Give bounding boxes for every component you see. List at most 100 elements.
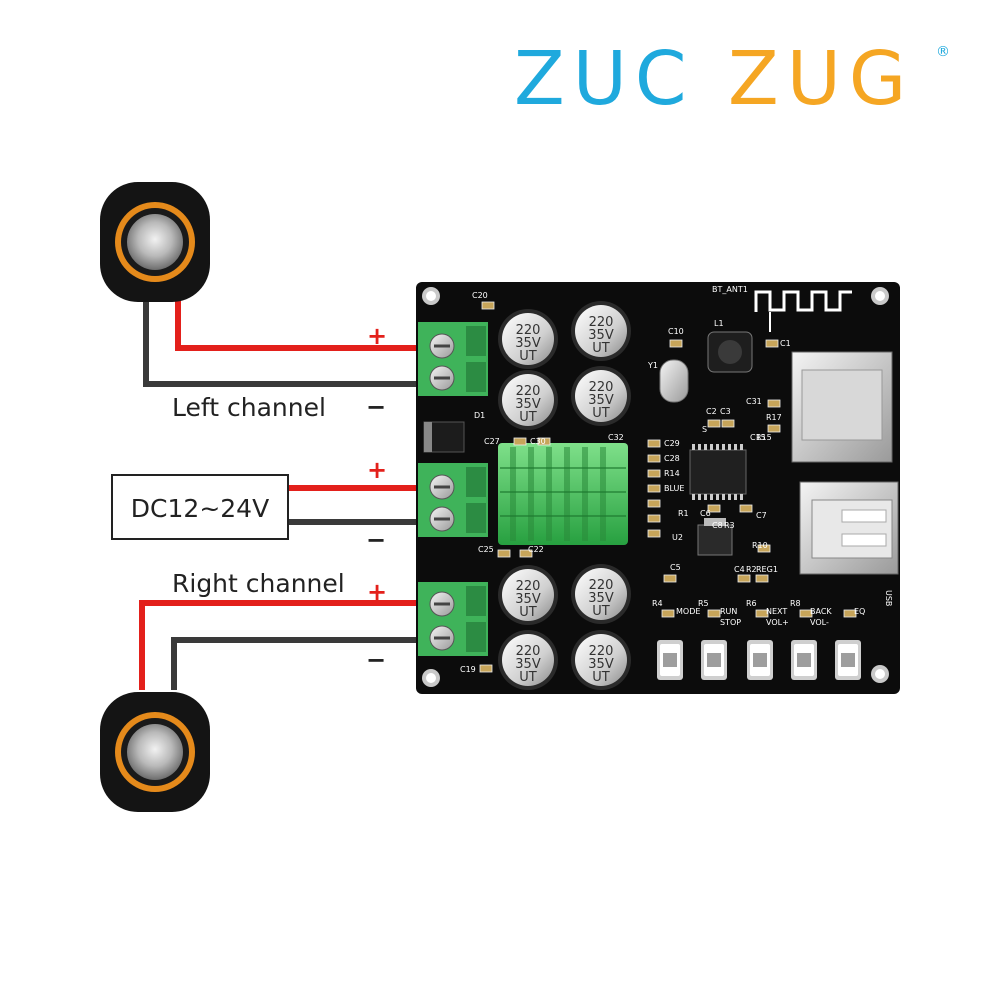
left-channel-label: Left channel (172, 393, 326, 422)
svg-text:USB: USB (884, 590, 893, 606)
svg-text:C4: C4 (734, 565, 745, 574)
back-vol-down-button[interactable]: BACK VOL- (791, 607, 832, 680)
svg-text:C25: C25 (478, 545, 494, 554)
svg-text:C29: C29 (664, 439, 680, 448)
brand-logo-part1: ZUC (514, 38, 695, 118)
left-speaker-icon (100, 182, 210, 302)
svg-text:C7: C7 (756, 511, 767, 520)
power-plus-label: + (367, 456, 387, 484)
crystal-oscillator: Y1 (647, 359, 689, 403)
svg-text:C15: C15 (750, 433, 766, 442)
registered-mark: ® (936, 44, 950, 60)
svg-text:Y1: Y1 (647, 361, 658, 370)
power-terminal-block[interactable] (418, 463, 488, 537)
svg-text:EQ: EQ (854, 607, 865, 616)
eq-button[interactable]: EQ (835, 607, 865, 680)
next-vol-up-button[interactable]: NEXT VOL+ (747, 607, 789, 680)
svg-text:C10: C10 (668, 327, 684, 336)
right-speaker-positive-wire (139, 600, 440, 690)
diode-ref: D1 (474, 411, 485, 420)
mode-button[interactable]: MODE (657, 607, 700, 680)
diode: D1 (423, 411, 485, 453)
svg-text:R14: R14 (664, 469, 680, 478)
right-minus-label: − (366, 646, 386, 674)
svg-text:C19: C19 (460, 665, 476, 674)
svg-text:220: 220 (516, 579, 541, 594)
svg-text:220: 220 (589, 578, 614, 593)
svg-text:UT: UT (592, 604, 610, 619)
svg-text:U2: U2 (672, 533, 683, 542)
svg-text:BACK: BACK (810, 607, 832, 616)
svg-text:UT: UT (592, 670, 610, 685)
svg-text:C20: C20 (472, 291, 488, 300)
left-speaker-negative-wire (143, 300, 440, 387)
svg-text:C1: C1 (780, 339, 791, 348)
left-terminal-block[interactable] (418, 322, 488, 396)
svg-text:220: 220 (516, 323, 541, 338)
svg-text:35V: 35V (515, 336, 541, 351)
svg-text:C28: C28 (664, 454, 680, 463)
right-speaker-negative-wire (171, 637, 440, 690)
silkscreen-refs: C20 C10 C1 C31 C15 C2 C3 S C32 C29 C28 R… (460, 291, 801, 674)
svg-text:R1: R1 (678, 509, 689, 518)
svg-text:35V: 35V (515, 592, 541, 607)
svg-text:R15: R15 (756, 433, 772, 442)
svg-text:220: 220 (589, 380, 614, 395)
svg-text:R17: R17 (766, 413, 782, 422)
svg-text:UT: UT (592, 406, 610, 421)
svg-text:RUN: RUN (720, 607, 737, 616)
svg-text:C5: C5 (670, 563, 681, 572)
svg-text:C2: C2 (706, 407, 717, 416)
power-minus-label: − (366, 526, 386, 554)
inductor: L1 (707, 319, 753, 373)
svg-text:UT: UT (519, 410, 537, 425)
heatsink (498, 443, 628, 545)
svg-text:VOL-: VOL- (810, 618, 829, 627)
usb-port[interactable]: USB (799, 481, 899, 606)
svg-text:220: 220 (516, 384, 541, 399)
svg-text:BLUE: BLUE (664, 484, 684, 493)
svg-text:35V: 35V (515, 397, 541, 412)
svg-text:C8: C8 (712, 521, 723, 530)
bluetooth-antenna: BT_ANT1 (712, 285, 852, 332)
svg-text:R10: R10 (752, 541, 768, 550)
svg-text:MODE: MODE (676, 607, 700, 616)
svg-text:R3: R3 (724, 521, 735, 530)
main-ic (689, 444, 747, 500)
brand-logo: ZUC ZUG ® (514, 36, 954, 122)
svg-text:C30: C30 (530, 437, 546, 446)
svg-text:C22: C22 (528, 545, 544, 554)
svg-text:R6: R6 (746, 599, 757, 608)
run-stop-button[interactable]: RUN STOP (701, 607, 741, 680)
svg-text:UT: UT (519, 605, 537, 620)
svg-text:35V: 35V (588, 393, 614, 408)
mounting-holes (422, 287, 889, 687)
power-supply-box (111, 474, 289, 540)
svg-text:35V: 35V (588, 328, 614, 343)
svg-text:UT: UT (519, 670, 537, 685)
svg-text:C27: C27 (484, 437, 500, 446)
svg-text:R4: R4 (652, 599, 663, 608)
right-channel-label: Right channel (172, 569, 345, 598)
svg-text:R5: R5 (698, 599, 709, 608)
svg-text:NEXT: NEXT (766, 607, 787, 616)
right-speaker-icon (100, 692, 210, 812)
right-terminal-block[interactable] (418, 582, 488, 656)
svg-text:VOL+: VOL+ (766, 618, 789, 627)
svg-text:L1: L1 (714, 319, 724, 328)
svg-text:35V: 35V (588, 591, 614, 606)
control-buttons: MODE RUN STOP NEXT VOL+ BACK VOL- (657, 607, 865, 680)
left-plus-label: + (367, 322, 387, 350)
right-plus-label: + (367, 578, 387, 606)
svg-text:35V: 35V (588, 657, 614, 672)
svg-text:C3: C3 (720, 407, 731, 416)
svg-text:BT_ANT1: BT_ANT1 (712, 285, 748, 294)
left-minus-label: − (366, 393, 386, 421)
sd-card-slot[interactable] (791, 351, 893, 463)
svg-text:R8: R8 (790, 599, 801, 608)
left-speaker-positive-wire (175, 300, 440, 351)
svg-text:35V: 35V (515, 657, 541, 672)
capacitor-markings: 220 35V UT 220 35V UT 220 35V UT 220 35V… (515, 315, 614, 685)
